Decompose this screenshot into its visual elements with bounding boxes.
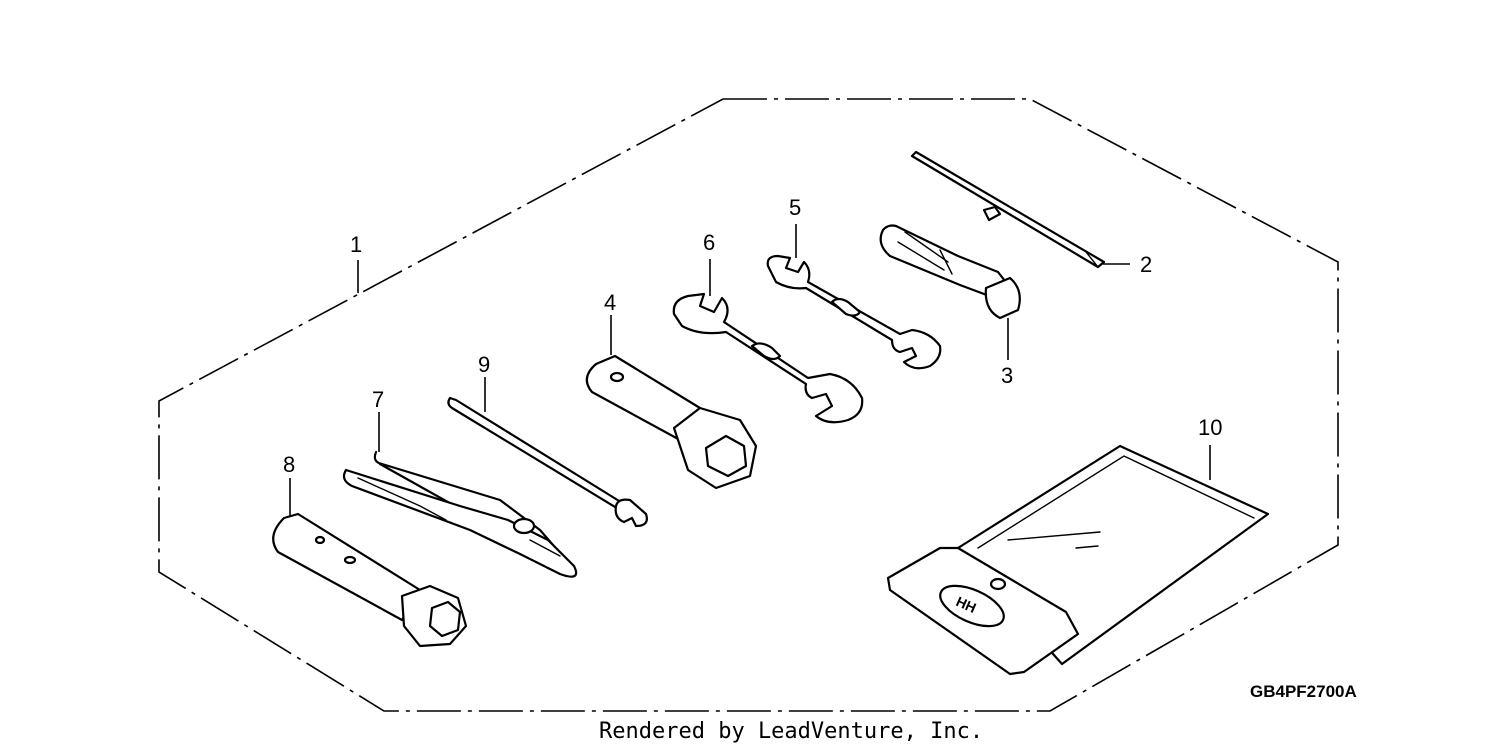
screwdriver-blade[interactable] xyxy=(910,150,1106,269)
open-end-wrench-small[interactable] xyxy=(766,254,942,370)
open-end-wrench-large[interactable] xyxy=(672,292,864,424)
plug-wrench[interactable] xyxy=(272,512,468,648)
callout-5-label: 5 xyxy=(789,195,801,220)
handle-bar[interactable] xyxy=(447,396,648,528)
callout-10-label: 10 xyxy=(1198,415,1222,440)
bag-logo: HH xyxy=(954,593,979,616)
callout-4-label: 4 xyxy=(604,290,616,315)
callout-1-label: 1 xyxy=(350,232,362,257)
callout-7-label: 7 xyxy=(372,387,384,412)
callout-9-label: 9 xyxy=(478,352,490,377)
pliers[interactable] xyxy=(342,450,578,578)
rendered-by-credit: Rendered by LeadVenture, Inc. xyxy=(599,719,983,744)
reference-code: GB4PF2700A xyxy=(1250,682,1357,701)
callout-3-label: 3 xyxy=(1001,363,1013,388)
callout-8-label: 8 xyxy=(283,452,295,477)
box-spanner[interactable] xyxy=(585,354,758,490)
callout-6-label: 6 xyxy=(703,230,715,255)
tool-bag[interactable]: HH xyxy=(886,444,1270,676)
callout-2-label: 2 xyxy=(1140,252,1152,277)
tool-set-boundary xyxy=(158,98,1339,712)
screwdriver-grip[interactable] xyxy=(879,224,1021,320)
